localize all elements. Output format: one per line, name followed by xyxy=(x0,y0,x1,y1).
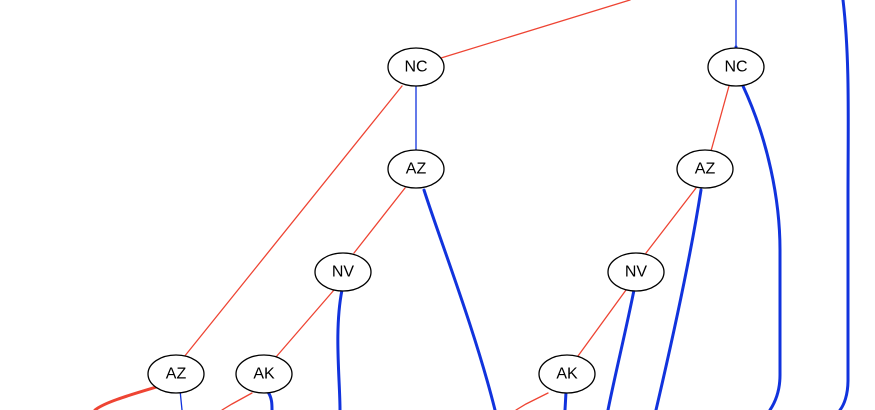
node-label: AZ xyxy=(406,161,427,178)
node-label: NC xyxy=(404,59,427,76)
edge-az-right-to-bottom xyxy=(654,188,703,410)
node-az-left: AZ xyxy=(387,149,445,189)
edge-az-bottom-to-left xyxy=(93,384,162,410)
node-nc-right: NC xyxy=(707,47,765,87)
edge-root-to-nc-left xyxy=(440,0,631,59)
edge-az-to-nv-left xyxy=(353,187,406,254)
edge-nc-right-to-az-right xyxy=(710,85,730,152)
node-ak-left: AK xyxy=(235,354,293,394)
node-label: AZ xyxy=(695,161,716,178)
edge-nc-left-to-az-bottom xyxy=(183,85,403,358)
edge-ak-right-to-bottom xyxy=(563,390,568,410)
edges-layer xyxy=(93,0,850,410)
edge-ak-left-to-bottom xyxy=(266,390,274,410)
edge-nv-left-to-ak-left xyxy=(275,289,335,358)
node-az-right: AZ xyxy=(676,149,734,189)
node-label: AK xyxy=(253,366,275,383)
edge-ak-left-to-left xyxy=(221,392,253,410)
edge-nv-left-to-bottom xyxy=(336,288,344,410)
edge-nv-right-to-ak-right xyxy=(577,289,627,357)
node-label: NV xyxy=(332,264,355,281)
node-nv-left: NV xyxy=(314,252,372,292)
node-nv-right: NV xyxy=(607,252,665,292)
node-label: NV xyxy=(625,264,648,281)
edge-right-vertical xyxy=(838,0,850,410)
node-nc-left: NC xyxy=(387,47,445,87)
node-ak-right: AK xyxy=(538,354,596,394)
node-az-bottom: AZ xyxy=(147,354,205,394)
edge-az-to-bottom xyxy=(422,188,497,410)
edge-az-right-to-nv-right xyxy=(645,187,697,254)
edge-nc-right-to-bottom xyxy=(741,84,782,410)
edge-nv-right-to-bottom xyxy=(606,288,636,410)
node-label: NC xyxy=(724,59,747,76)
node-label: AK xyxy=(556,366,578,383)
nodes-layer: NC NC AZ AZ NV NV xyxy=(147,47,765,394)
node-label: AZ xyxy=(166,366,187,383)
edge-ak-right-to-left xyxy=(515,392,549,410)
